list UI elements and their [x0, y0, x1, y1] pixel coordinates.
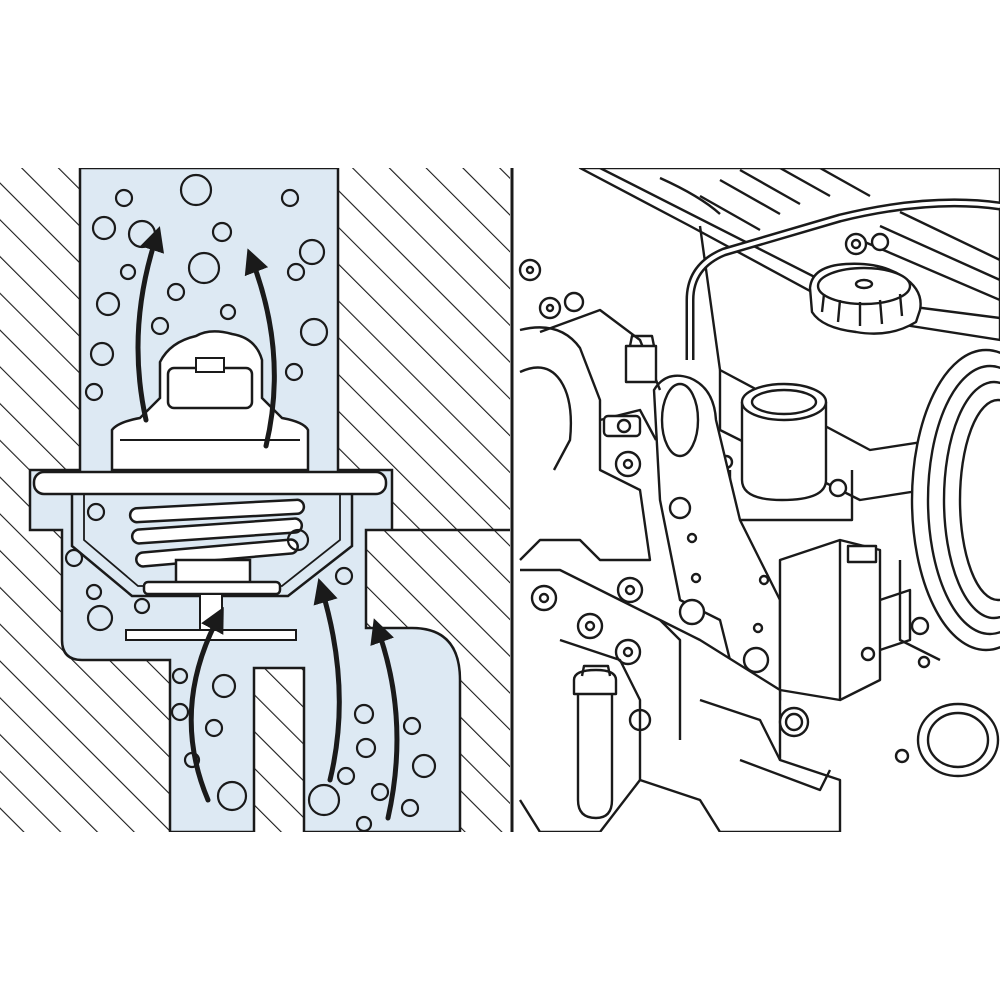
lower-valve-disc — [142, 580, 282, 596]
flow-arrow — [313, 578, 342, 783]
o-ring-gasket-icon — [916, 702, 1000, 778]
flow-arrow — [244, 248, 277, 449]
thermostat-flange — [32, 470, 388, 496]
water-pump-body — [778, 538, 930, 702]
spring-coil — [128, 498, 306, 586]
engine-housing-view — [518, 168, 1000, 832]
sensor-tube — [572, 664, 618, 820]
rocker-cover — [578, 168, 1000, 342]
thermostat-housing-outlet — [718, 382, 854, 522]
coolant-flow-arrows — [135, 226, 400, 821]
flow-arrow — [370, 618, 400, 821]
thermostat-cross-section — [0, 168, 514, 832]
valve-disc — [166, 366, 254, 410]
flow-arrow — [135, 226, 165, 423]
filler-cap-icon — [808, 262, 922, 335]
intake-manifold — [518, 258, 662, 562]
flow-arrow — [188, 606, 224, 803]
valve-stem — [195, 357, 225, 373]
pulley-icon — [910, 348, 1000, 652]
